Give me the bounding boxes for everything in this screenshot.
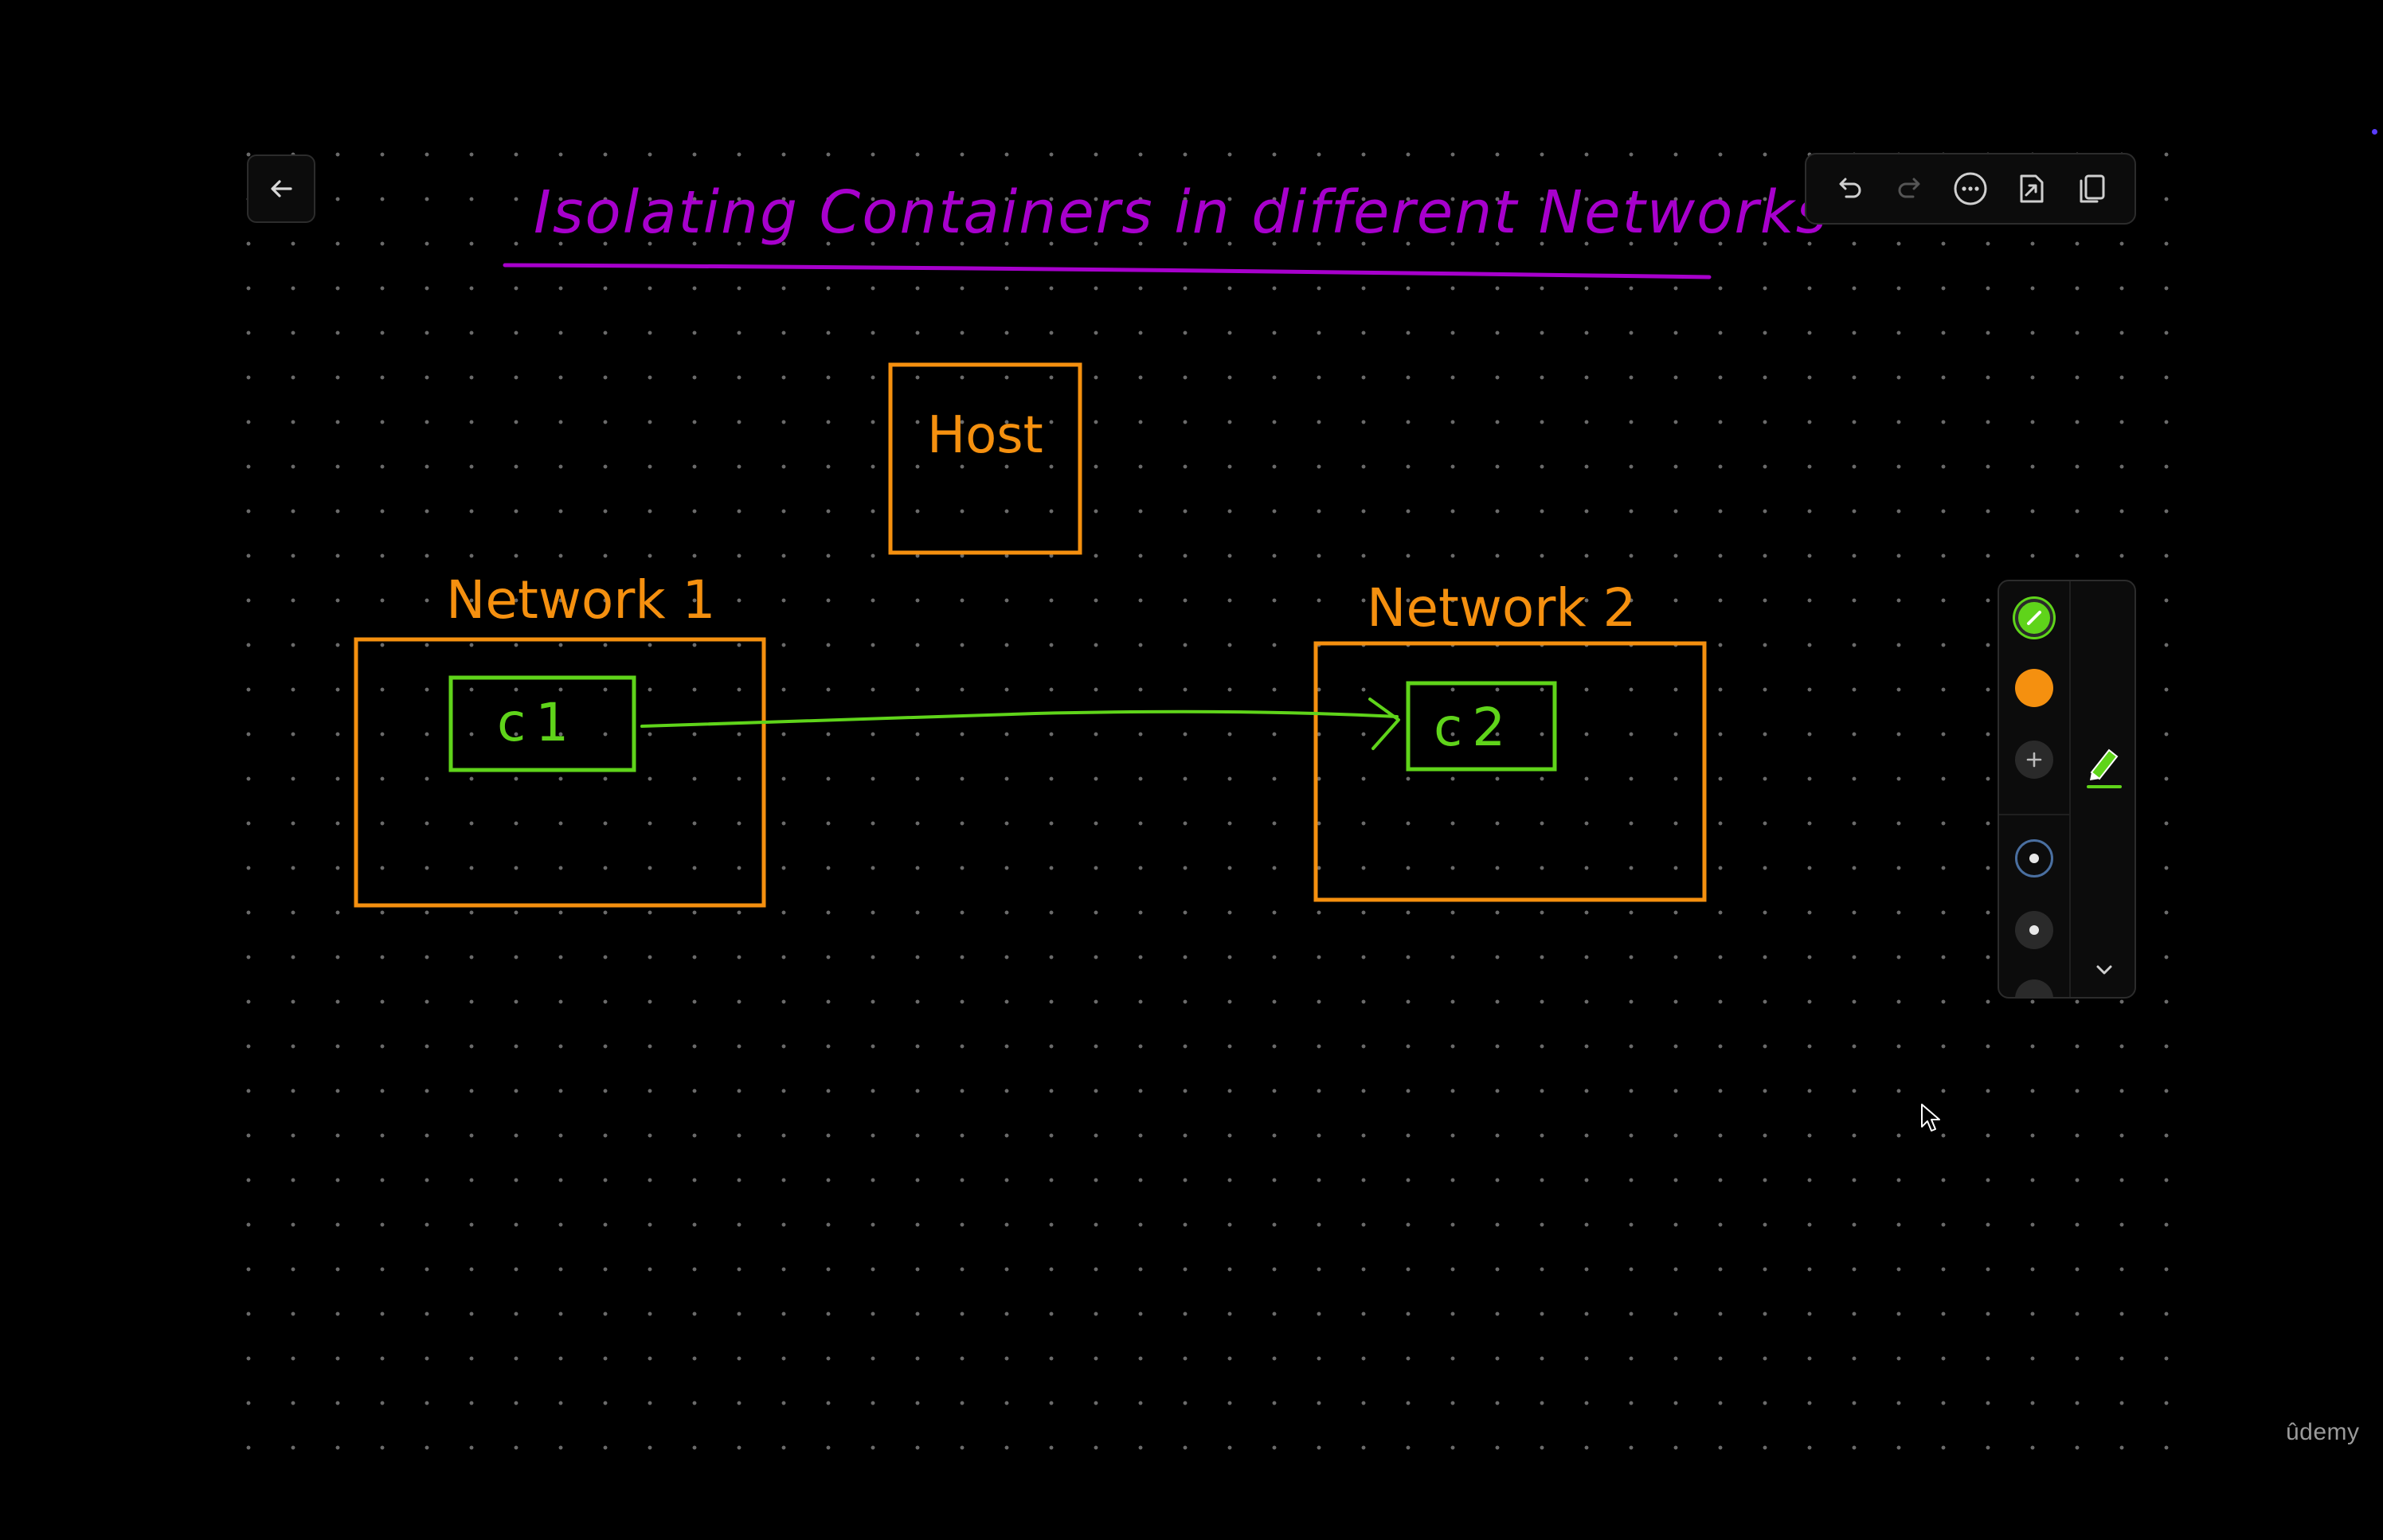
title-underline bbox=[503, 263, 1712, 279]
container2-label: c2 bbox=[1434, 697, 1515, 758]
board-title: Isolating Containers in different Networ… bbox=[534, 178, 1828, 247]
host-label: Host bbox=[927, 406, 1043, 465]
redo-button[interactable] bbox=[1888, 166, 1932, 211]
stroke-size-large[interactable] bbox=[2015, 979, 2053, 997]
export-button[interactable] bbox=[2009, 166, 2053, 211]
undo-button[interactable] bbox=[1827, 166, 1872, 211]
pen-icon bbox=[2087, 749, 2122, 788]
top-toolbar bbox=[1805, 153, 2136, 225]
network1-label: Network 1 bbox=[446, 569, 716, 631]
pen-small-icon bbox=[2027, 611, 2041, 625]
stroke-size-medium[interactable] bbox=[2015, 911, 2053, 949]
network2-label: Network 2 bbox=[1367, 577, 1637, 639]
container1-box bbox=[448, 675, 636, 772]
color-palette-panel bbox=[1998, 580, 2136, 999]
more-button[interactable] bbox=[1948, 166, 1993, 211]
copy-button[interactable] bbox=[2069, 166, 2114, 211]
palette-divider bbox=[1999, 814, 2069, 815]
color-swatch-green[interactable] bbox=[2015, 599, 2053, 637]
palette-swatches bbox=[1999, 581, 2071, 997]
container2-box bbox=[1406, 681, 1557, 772]
arrow-left-icon bbox=[271, 180, 292, 197]
stroke-size-small[interactable] bbox=[2015, 839, 2053, 877]
more-icon bbox=[1954, 172, 1987, 205]
add-color-button[interactable] bbox=[2015, 741, 2053, 779]
pen-tool-button[interactable] bbox=[2082, 741, 2127, 791]
back-button[interactable] bbox=[247, 154, 315, 223]
redo-icon bbox=[1898, 178, 1920, 198]
mouse-cursor-icon bbox=[1921, 1104, 1940, 1132]
export-icon bbox=[2020, 174, 2044, 203]
copy-icon bbox=[2080, 174, 2105, 203]
container1-label: c1 bbox=[497, 692, 578, 753]
host-box bbox=[888, 362, 1082, 555]
network2-box bbox=[1313, 641, 1707, 902]
connection-arrow bbox=[640, 709, 1399, 728]
network1-box bbox=[354, 637, 766, 908]
undo-icon bbox=[1839, 178, 1861, 198]
plus-icon bbox=[2026, 752, 2042, 768]
palette-expand-button[interactable] bbox=[2088, 954, 2120, 986]
color-swatch-orange[interactable] bbox=[2015, 669, 2053, 707]
recording-dot bbox=[2372, 129, 2377, 135]
dot-grid bbox=[226, 132, 2170, 1451]
udemy-watermark: ûdemy bbox=[2286, 1419, 2360, 1445]
chevron-down-icon bbox=[2096, 965, 2112, 975]
arrow-head bbox=[1368, 698, 1400, 750]
